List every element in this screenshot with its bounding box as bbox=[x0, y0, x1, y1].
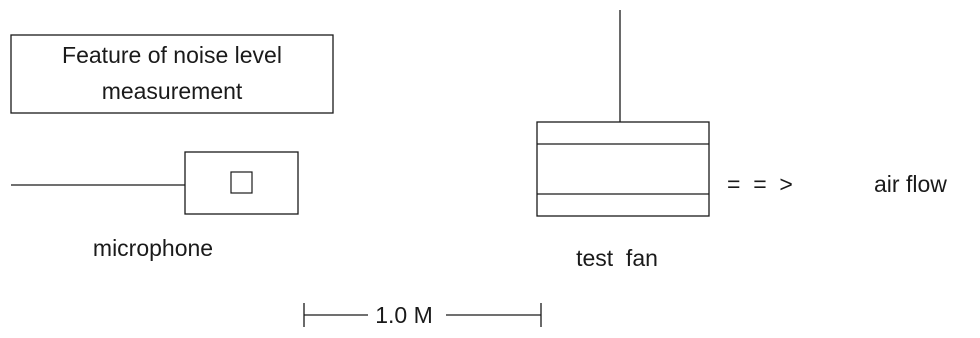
airflow-arrow: = = > bbox=[727, 171, 793, 197]
microphone-sensor bbox=[230, 171, 253, 194]
distance-scale: 1.0 M bbox=[303, 302, 542, 328]
title-box: Feature of noise level measurement bbox=[10, 34, 334, 114]
distance-label: 1.0 M bbox=[375, 302, 433, 328]
airflow-label: air flow bbox=[874, 171, 947, 197]
microphone: microphone bbox=[11, 151, 299, 261]
test-fan: test fan bbox=[536, 10, 710, 271]
fan-housing bbox=[536, 121, 710, 217]
title-line-1: Feature of noise level bbox=[62, 42, 282, 68]
airflow-indicator: = = > air flow bbox=[727, 171, 947, 197]
fan-label: test fan bbox=[576, 245, 658, 271]
title-line-2: measurement bbox=[102, 78, 243, 104]
microphone-body bbox=[184, 151, 299, 215]
microphone-label: microphone bbox=[93, 235, 213, 261]
title-box-border bbox=[10, 34, 334, 114]
